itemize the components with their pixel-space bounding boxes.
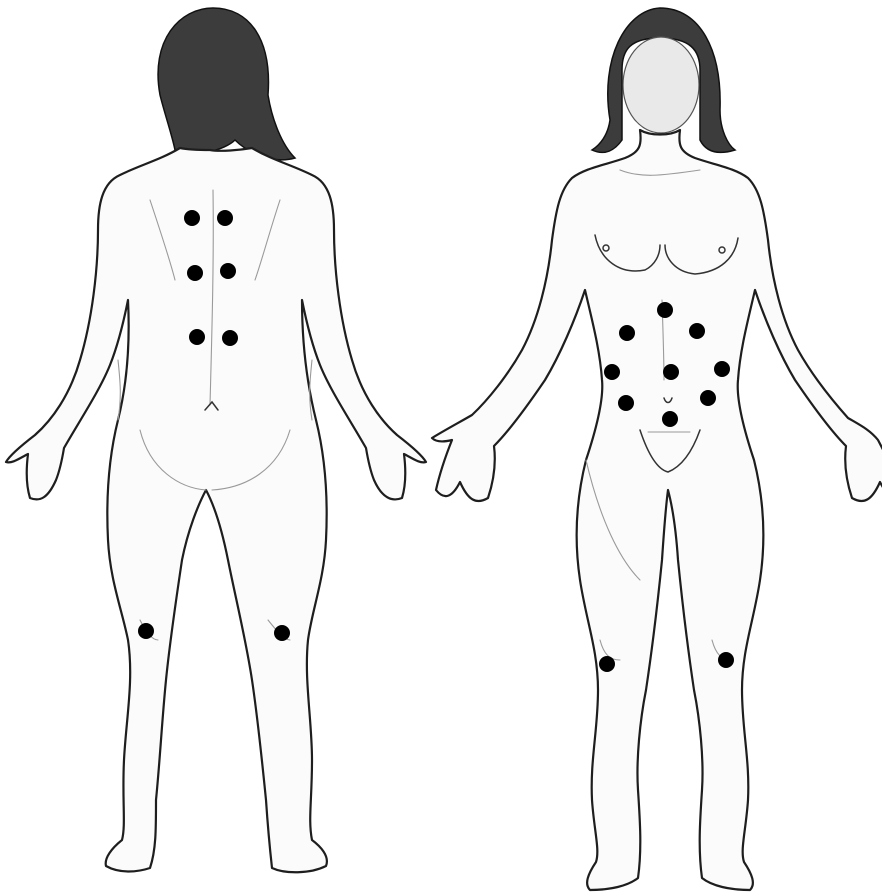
face xyxy=(623,37,699,133)
marker-front-abdomen-upper-right xyxy=(689,323,705,339)
back-view-figure xyxy=(6,8,426,872)
marker-front-abdomen-upper-left xyxy=(619,325,635,341)
back-body-outline xyxy=(6,148,426,872)
marker-back-lower-right xyxy=(222,330,238,346)
marker-back-knee-right xyxy=(274,625,290,641)
marker-back-knee-left xyxy=(138,623,154,639)
front-body-outline xyxy=(432,130,882,890)
marker-back-upper-left xyxy=(184,210,200,226)
marker-front-abdomen-center xyxy=(663,364,679,380)
marker-back-mid-left xyxy=(187,265,203,281)
marker-front-abdomen-lower-left xyxy=(618,395,634,411)
marker-back-upper-right xyxy=(217,210,233,226)
marker-front-knee-right xyxy=(718,652,734,668)
marker-front-knee-left xyxy=(599,656,615,672)
front-view-figure xyxy=(432,8,882,890)
back-hair xyxy=(158,8,295,160)
marker-back-mid-right xyxy=(220,263,236,279)
marker-front-abdomen-mid-right xyxy=(714,361,730,377)
marker-front-abdomen-lower-right xyxy=(700,390,716,406)
marker-front-abdomen-bottom xyxy=(662,411,678,427)
marker-back-lower-left xyxy=(189,329,205,345)
marker-front-abdomen-mid-left xyxy=(604,364,620,380)
marker-front-abdomen-top xyxy=(657,302,673,318)
